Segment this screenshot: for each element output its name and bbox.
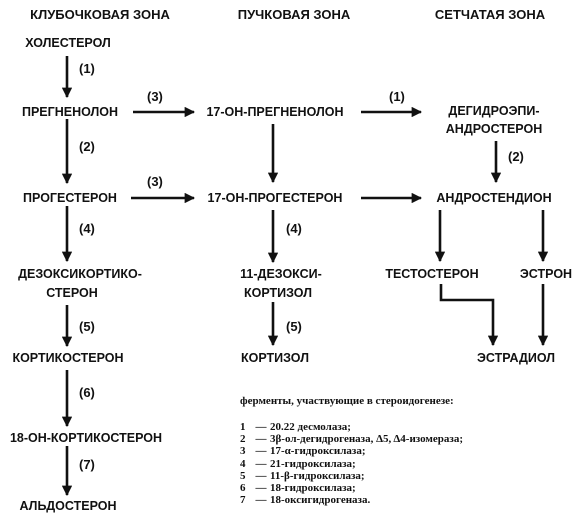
zone-reticular-header: СЕТЧАТАЯ ЗОНА: [434, 7, 546, 22]
step-label-prog-doc: (4): [79, 221, 95, 236]
compound-progesterone: ПРОГЕСТЕРОН: [23, 191, 117, 205]
compound-deoxycortisol-line1: 11-ДЕЗОКСИ-: [240, 267, 322, 281]
legend-item: 3 —17-α-гидроксилаза;: [240, 445, 463, 457]
legend-dash: —: [255, 421, 267, 433]
legend-item-number: 7: [240, 494, 246, 507]
step-label-17ohpreg-dhea: (1): [389, 89, 405, 104]
legend-item: 5 —11-β-гидроксилаза;: [240, 470, 463, 482]
step-label-preg-prog: (2): [79, 139, 95, 154]
legend-item: 6 —18-гидроксилаза;: [240, 482, 463, 494]
compound-androstenedione: АНДРОСТЕНДИОН: [436, 191, 552, 205]
legend-item-number: 1: [240, 421, 246, 433]
legend-item: 2 —3β-ол-дегидрогеназа, Δ5, Δ4-изомераза;: [240, 433, 463, 445]
legend-item: 4 —21-гидроксилаза;: [240, 458, 463, 470]
compound-18oh-corticosterone: 18-ОН-КОРТИКОСТЕРОН: [9, 431, 163, 445]
legend-item-text: 11-β-гидроксилаза;: [270, 469, 365, 482]
compound-dhea-line2: АНДРОСТЕРОН: [445, 122, 543, 136]
compound-deoxycorticosterone-line1: ДЕЗОКСИКОРТИКО-: [18, 267, 142, 281]
legend-dash: —: [255, 457, 267, 470]
compound-estrone: ЭСТРОН: [519, 267, 573, 281]
legend-item: 7 —18-оксигидрогеназа.: [240, 494, 463, 506]
step-label-prog-17ohprog: (3): [147, 174, 163, 189]
compound-corticosterone: КОРТИКОСТЕРОН: [12, 351, 124, 365]
zone-fascicular-header: ПУЧКОВАЯ ЗОНА: [237, 7, 351, 22]
legend-dash: —: [255, 445, 267, 458]
compound-dhea-line1: ДЕГИДРОЭПИ-: [448, 104, 540, 118]
legend-item: 1 —20.22 десмолаза;: [240, 421, 463, 433]
zone-glomerular-header: КЛУБОЧКОВАЯ ЗОНА: [30, 7, 170, 22]
legend-item-text: 3β-ол-дегидрогеназа, Δ5, Δ4-изомераза;: [270, 433, 464, 446]
step-label-deoxycortisol-cortisol: (5): [286, 319, 302, 334]
enzyme-legend: 1—20.22 десмолаза; 2—3β-ол-дегидрогеназа…: [240, 421, 463, 506]
legend-dash: —: [255, 494, 267, 507]
legend-item-text: 21-гидроксилаза;: [270, 457, 356, 470]
compound-estradiol: ЭСТРАДИОЛ: [476, 351, 556, 365]
legend-title: ферменты, участвующие в стероидогенезе:: [240, 395, 454, 407]
step-label-preg-17ohpreg: (3): [147, 89, 163, 104]
compound-pregnenolone: ПРЕГНЕНОЛОН: [21, 105, 119, 119]
step-label-dhea-androstenedione: (2): [508, 149, 524, 164]
legend-dash: —: [255, 469, 267, 482]
legend-item-text: 20.22 десмолаза;: [270, 421, 351, 433]
compound-testosterone: ТЕСТОСТЕРОН: [385, 267, 479, 281]
legend-item-number: 4: [240, 457, 246, 470]
legend-item-number: 3: [240, 445, 246, 458]
compound-cholesterol: ХОЛЕСТЕРОЛ: [25, 36, 111, 50]
step-label-doc-cort: (5): [79, 319, 95, 334]
legend-item-number: 2: [240, 433, 246, 446]
step-label-17ohprog-deoxycortisol: (4): [286, 221, 302, 236]
compound-deoxycortisol-line2: КОРТИЗОЛ: [244, 286, 312, 300]
legend-item-text: 18-оксигидрогеназа.: [270, 494, 371, 507]
legend-item-text: 17-α-гидроксилаза;: [270, 445, 366, 458]
compound-17oh-pregnenolone: 17-ОН-ПРЕГНЕНОЛОН: [206, 105, 344, 119]
step-label-chol-preg: (1): [79, 61, 95, 76]
compound-aldosterone: АЛЬДОСТЕРОН: [19, 499, 117, 513]
compound-cortisol: КОРТИЗОЛ: [241, 351, 309, 365]
legend-item-text: 18-гидроксилаза;: [270, 481, 356, 494]
legend-item-number: 5: [240, 469, 246, 482]
compound-17oh-progesterone: 17-ОН-ПРОГЕСТЕРОН: [207, 191, 343, 205]
legend-dash: —: [255, 433, 267, 446]
legend-dash: —: [255, 481, 267, 494]
compound-deoxycorticosterone-line2: СТЕРОН: [46, 286, 98, 300]
step-label-cort-18oh: (6): [79, 385, 95, 400]
step-label-18oh-aldo: (7): [79, 457, 95, 472]
arrow-testosterone-estradiol: [439, 284, 499, 347]
legend-item-number: 6: [240, 481, 246, 494]
